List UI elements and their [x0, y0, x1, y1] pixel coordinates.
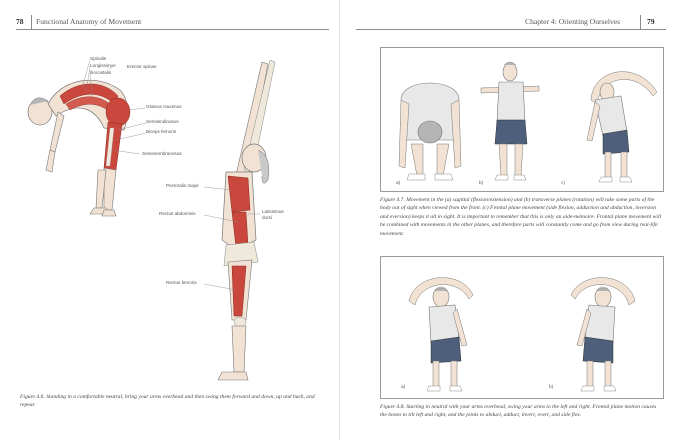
figure-4-8a-side-bend-left [408, 277, 474, 392]
figure-4-7-panel-a-label: a) [396, 181, 401, 186]
right-folio: 79 [647, 17, 655, 26]
label-longissimus: Longissimus [90, 63, 116, 68]
right-header-rule [356, 29, 666, 30]
figure-4-8-caption: Figure 4.8. Starting in neutral with you… [380, 404, 657, 419]
left-folio: 78 [16, 17, 24, 26]
right-page-header: 79 [647, 17, 655, 26]
bending-figure [27, 79, 131, 217]
label-pectoralis-major: Pectoralis major [166, 183, 199, 188]
right-page: Chapter 4: Orienting Ourselves 79 [340, 0, 679, 440]
figure-4-6-illustration [27, 59, 276, 381]
leader-lines [81, 59, 260, 291]
label-iliocostalis: Iliocostalis [90, 70, 112, 75]
figure-4-8-box: a) b) [380, 256, 664, 399]
label-rectus-abdominis: Rectus abdominis [159, 211, 196, 216]
label-erector-spinae: Erector spinae [127, 64, 157, 69]
figure-4-8-panel-b-label: b) [549, 385, 554, 390]
standing-figure [217, 59, 276, 381]
right-header-divider [640, 15, 641, 29]
label-rectus-femoris: Rectus femoris [166, 280, 197, 285]
figure-4-8-illustration [408, 277, 636, 392]
left-running-head: Functional Anatomy of Movement [36, 17, 142, 26]
figure-4-7-panel-b-label: b) [479, 181, 484, 186]
right-running-head: Chapter 4: Orienting Ourselves [525, 17, 621, 26]
figure-4-7c-side-bend [586, 71, 658, 183]
label-latissimus-dorsi: Latissimus dorsi [262, 209, 284, 220]
label-semitendinosus: Semitendinosus [146, 119, 179, 124]
figure-4-7b-rotation [480, 61, 540, 181]
left-page: 78 Functional Anatomy of Movement [0, 0, 339, 440]
figure-4-7-box: a) b) c) [380, 47, 664, 192]
figure-4-8-panel-a-label: a) [401, 385, 406, 390]
figure-4-8b-side-bend-right [570, 277, 636, 392]
figure-4-7a-forward-bend [398, 82, 462, 181]
left-page-header: 78 [16, 17, 24, 26]
label-biceps-femoris: Biceps femoris [146, 129, 177, 134]
figure-4-7-panel-c-label: c) [561, 181, 565, 186]
left-header-divider [31, 15, 32, 29]
left-header-rule [16, 29, 329, 30]
label-spinalis: Spinalis [90, 56, 107, 61]
figure-4-6-caption: Figure 4.6. Standing in a comfortable ne… [20, 394, 315, 409]
figure-4-7-caption: Figure 4.7. Movement in the (a) sagittal… [380, 197, 662, 237]
gutter [339, 0, 340, 440]
label-semimembranosus: Semimembranosus [142, 151, 182, 156]
figure-4-7-illustration [398, 61, 658, 183]
label-gluteus-maximus: Gluteus maximus [146, 104, 182, 109]
